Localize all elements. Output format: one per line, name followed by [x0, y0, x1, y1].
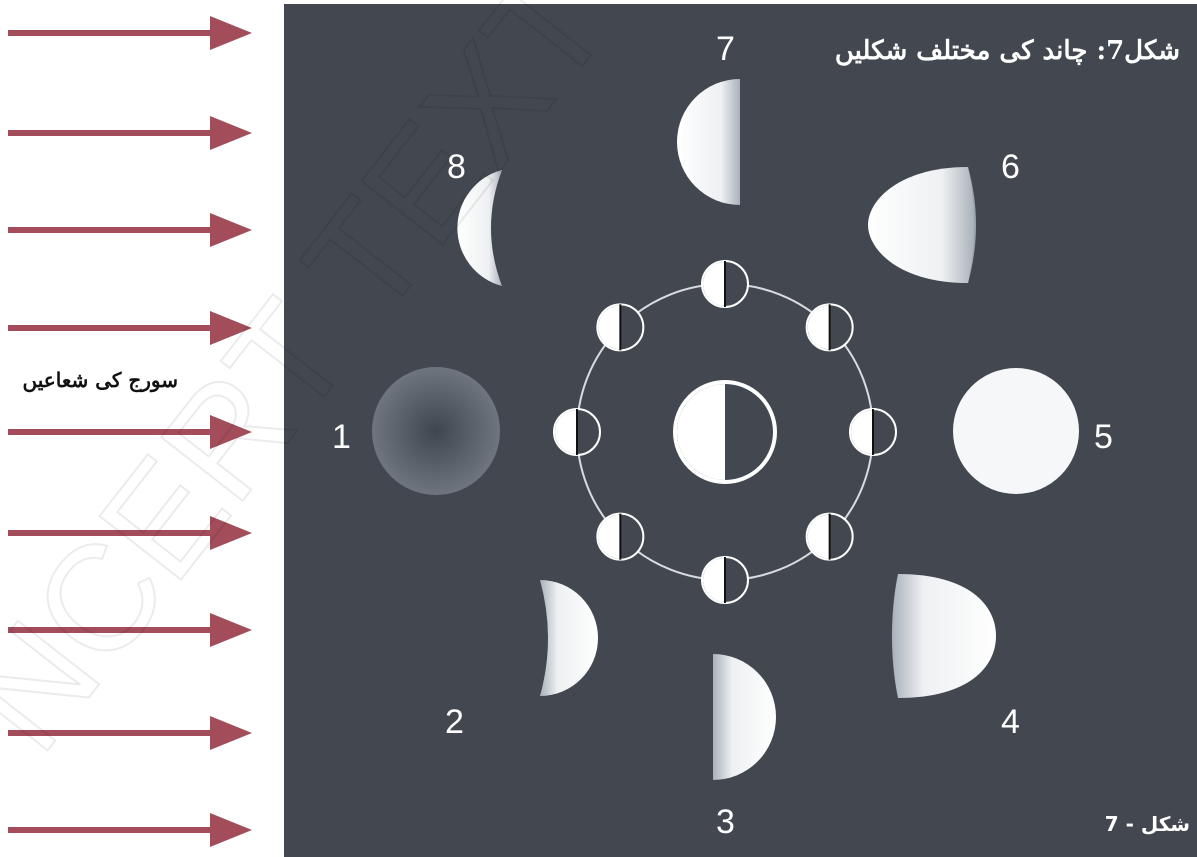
orbit-moon-icon — [807, 304, 853, 350]
moon-phase-3-icon — [713, 654, 776, 780]
orbit-moon-icon — [597, 304, 643, 350]
phase-label-5: 5 — [1094, 418, 1113, 456]
phase-label-4: 4 — [1001, 703, 1020, 741]
orbit-moon-icon — [554, 409, 600, 455]
moon-phase-1-icon — [372, 367, 500, 495]
orbit-moon-icon — [702, 557, 748, 603]
sun-ray-arrow — [8, 213, 252, 247]
figure-title: شکل7: چاند کی مختلف شکلیں — [820, 36, 1180, 66]
phase-label-2: 2 — [445, 703, 464, 741]
orbit-moon-icon — [702, 261, 748, 307]
phase-label-6: 6 — [1001, 148, 1020, 186]
sun-rays-label: سورج کی شعاعیں — [18, 368, 178, 392]
orbit-moon-icon — [850, 409, 896, 455]
sun-ray-arrow — [8, 116, 252, 150]
sun-ray-arrow — [8, 813, 252, 847]
phase-label-3: 3 — [716, 803, 735, 841]
moon-phase-4-icon — [892, 574, 996, 698]
sun-ray-arrow — [8, 16, 252, 50]
moon-phase-5-icon — [953, 368, 1079, 494]
moon-phase-7-icon — [677, 79, 740, 205]
figure-number: شکل - 7 — [1060, 812, 1190, 836]
earth-icon — [675, 382, 775, 482]
phase-label-7: 7 — [716, 30, 735, 68]
orbit-moon-icon — [597, 514, 643, 560]
orbit-moon-icon — [807, 514, 853, 560]
moon-phase-6-icon — [868, 167, 976, 283]
moon-phase-2-icon — [540, 580, 598, 696]
